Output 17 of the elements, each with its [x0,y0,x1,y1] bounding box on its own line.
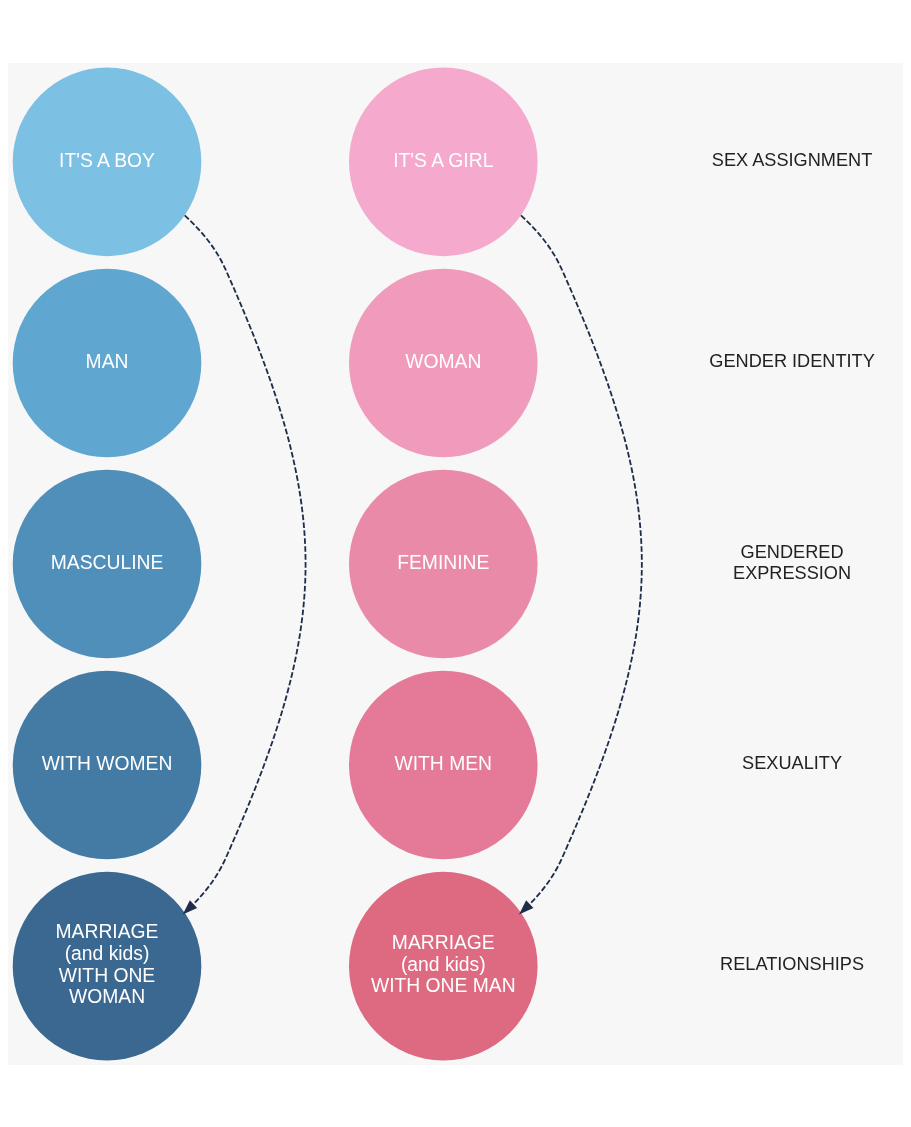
node-circle: IT'S A BOY [12,67,202,256]
node-circle: WITH MEN [349,670,538,859]
label: GENDERED EXPRESSION [733,541,852,583]
arrow [182,213,307,915]
node-circle: WOMAN [349,268,538,457]
label: SEXUALITY [742,752,843,773]
label: GENDER IDENTITY [709,350,875,371]
node-circle: MAN [12,268,202,457]
node-circle: IT'S A GIRL [349,67,538,256]
node-circle: MARRIAGE (and kids) WITH ONE WOMAN [12,871,202,1060]
label: RELATIONSHIPS [720,953,865,974]
node-circle: MASCULINE [12,469,202,658]
arrow [519,213,643,915]
node-circle: MARRIAGE (and kids) WITH ONE MAN [349,871,538,1060]
node-circle: WITH WOMEN [12,670,202,859]
node-circle: FEMININE [349,469,538,658]
label: SEX ASSIGNMENT [711,149,873,170]
